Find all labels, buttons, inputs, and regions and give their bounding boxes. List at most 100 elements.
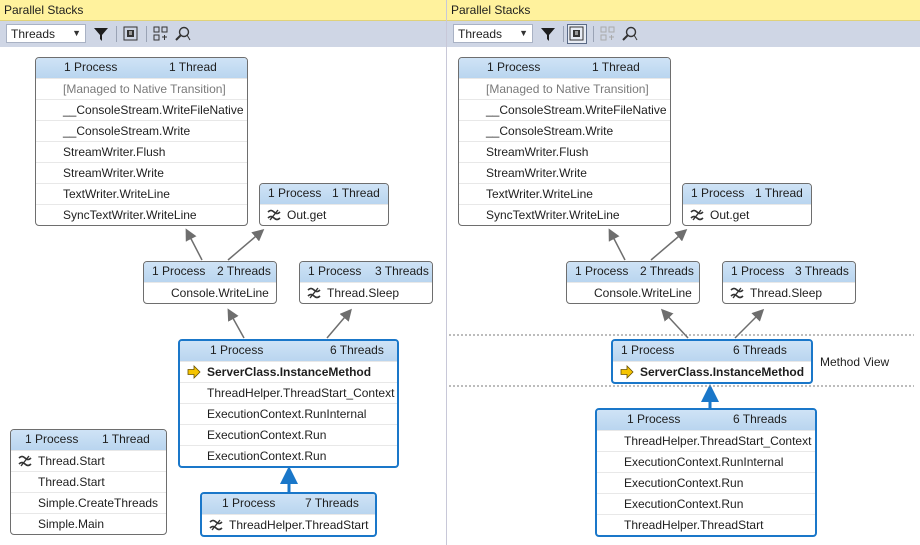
stack-frame[interactable]: [Managed to Native Transition] [36,78,247,99]
stack-frame[interactable]: ExecutionContext.RunInternal [597,451,815,472]
stack-frame[interactable]: ExecutionContext.Run [180,445,397,466]
view-type-selected: Threads [11,27,56,41]
view-type-selected: Threads [458,27,503,41]
stack-frame[interactable]: ServerClass.InstanceMethod [180,361,397,382]
stack-frame[interactable]: ExecutionContext.Run [597,493,815,514]
threads-icon [730,287,744,299]
zoom-button[interactable] [620,24,640,44]
filter-button[interactable] [91,24,111,44]
stack-frame[interactable]: ThreadHelper.ThreadStart [597,514,815,535]
thread-count: 3 Threads [795,264,849,278]
toolbar-separator [563,26,564,42]
stack-frame[interactable]: __ConsoleStream.Write [36,120,247,141]
stack-frame-label: Thread.Start [38,475,105,489]
stack-frame[interactable]: Simple.CreateThreads [11,492,166,513]
process-count: 1 Process [268,186,322,200]
stack-frame[interactable]: StreamWriter.Write [459,162,670,183]
method-view-icon [569,26,584,41]
view-type-dropdown[interactable]: Threads ▼ [453,24,533,43]
zoom-icon [175,26,191,41]
stack-frame[interactable]: Console.WriteLine [567,282,699,303]
stack-frame[interactable]: Thread.Sleep [723,282,855,303]
stack-frame[interactable]: ServerClass.InstanceMethod [613,361,811,382]
filter-button[interactable] [538,24,558,44]
stack-frame-label: SyncTextWriter.WriteLine [63,208,197,222]
stack-frame-label: SyncTextWriter.WriteLine [486,208,620,222]
stack-frame[interactable]: StreamWriter.Flush [459,141,670,162]
stack-frame[interactable]: ExecutionContext.Run [597,472,815,493]
edge [227,308,245,339]
stack-frame[interactable]: Thread.Start [11,471,166,492]
stack-frame[interactable]: Simple.Main [11,513,166,534]
stack-frame-label: Console.WriteLine [171,286,269,300]
stack-frame[interactable]: StreamWriter.Write [36,162,247,183]
zoom-button[interactable] [173,24,193,44]
current-frame-arrow-icon [620,365,634,379]
stack-frame[interactable]: Out.get [260,204,388,225]
stack-frame-label: ExecutionContext.Run [624,476,744,490]
stack-frame[interactable]: SyncTextWriter.WriteLine [459,204,670,225]
panel-divider [446,0,447,545]
stack-frame[interactable]: __ConsoleStream.Write [459,120,670,141]
stack-frame[interactable]: Console.WriteLine [144,282,276,303]
process-count: 1 Process [308,264,362,278]
toggle-method-view-button[interactable] [121,24,141,44]
toggle-method-view-button[interactable] [567,24,587,44]
tool-window-title-bar[interactable]: Parallel Stacks [0,0,446,21]
stack-frame[interactable]: ExecutionContext.RunInternal [180,403,397,424]
stack-frame[interactable]: TextWriter.WriteLine [36,183,247,204]
stack-frame[interactable]: TextWriter.WriteLine [459,183,670,204]
toolbar-separator [146,26,147,42]
stack-frame[interactable]: SyncTextWriter.WriteLine [36,204,247,225]
stack-frame[interactable]: ThreadHelper.ThreadStart [202,514,375,535]
stack-frame[interactable]: __ConsoleStream.WriteFileNative [459,99,670,120]
view-type-dropdown[interactable]: Threads ▼ [6,24,86,43]
process-count: 1 Process [210,343,264,357]
stack-frame[interactable]: Thread.Start [11,450,166,471]
process-count: 1 Process [627,412,681,426]
stack-frame[interactable]: [Managed to Native Transition] [459,78,670,99]
stack-frame[interactable]: __ConsoleStream.WriteFileNative [36,99,247,120]
stack-frame[interactable]: ThreadHelper.ThreadStart_Context [597,430,815,451]
auto-scroll-button[interactable] [598,24,618,44]
stack-frame-label: Thread.Sleep [750,286,823,300]
stack-frame[interactable]: StreamWriter.Flush [36,141,247,162]
thread-count: 1 Thread [169,60,217,74]
threads-icon [209,519,223,531]
stack-frame[interactable]: Thread.Sleep [300,282,432,303]
auto-scroll-button[interactable] [151,24,171,44]
stack-frame[interactable]: Out.get [683,204,811,225]
stack-frame-label: ExecutionContext.Run [207,449,327,463]
stack-frame[interactable]: ExecutionContext.Run [180,424,397,445]
tool-window-title-bar[interactable]: Parallel Stacks [447,0,920,21]
stack-frame[interactable]: ThreadHelper.ThreadStart_Context [180,382,397,403]
toolbar: Threads ▼ [447,21,920,47]
